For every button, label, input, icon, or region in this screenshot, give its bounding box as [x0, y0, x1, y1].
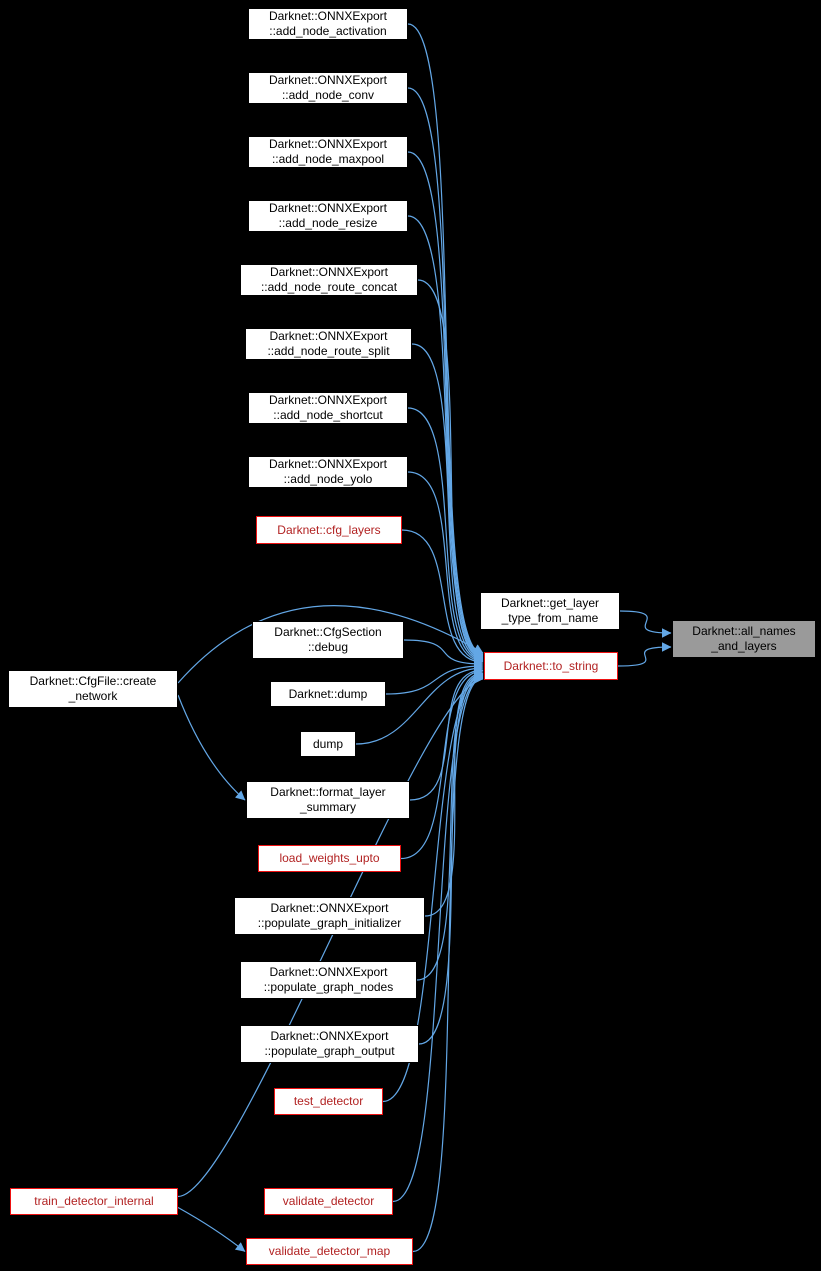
node-label: Darknet::get_layer _type_from_name [500, 596, 600, 625]
edge-validate_detector_map-to-to_string [412, 673, 484, 1253]
node-cfgsection_debug[interactable]: Darknet::CfgSection ::debug [252, 621, 404, 659]
node-format_layer_summary[interactable]: Darknet::format_layer _summary [246, 781, 410, 819]
edge-add_node_maxpool-to-to_string [407, 151, 484, 661]
node-label: load_weights_upto [279, 851, 380, 865]
node-label: validate_detector_map [268, 1244, 391, 1258]
node-populate_graph_initializer[interactable]: Darknet::ONNXExport ::populate_graph_ini… [234, 897, 425, 935]
edge-train_detector_internal-to-to_string [177, 674, 484, 1198]
node-label: Darknet::CfgFile::create _network [29, 674, 157, 703]
node-validate_detector[interactable]: validate_detector [264, 1188, 393, 1215]
edge-create_network-to-to_string [177, 605, 484, 684]
node-label: dump [312, 736, 344, 751]
node-add_node_shortcut[interactable]: Darknet::ONNXExport ::add_node_shortcut [248, 392, 408, 424]
edge-train_detector_internal-to-validate_detector_map [177, 1206, 246, 1252]
node-label: Darknet::ONNXExport ::add_node_route_spl… [267, 329, 390, 358]
edge-cfgsection_debug-to-to_string [403, 639, 484, 669]
node-label: Darknet::format_layer _summary [270, 785, 386, 814]
node-label: Darknet::dump [288, 686, 368, 701]
node-label: Darknet::ONNXExport ::populate_graph_ini… [257, 901, 402, 930]
edge-dump-to-to_string [355, 663, 484, 745]
node-create_network[interactable]: Darknet::CfgFile::create _network [8, 670, 178, 708]
edge-test_detector-to-to_string [382, 671, 484, 1103]
edge-add_node_route_concat-to-to_string [417, 279, 484, 663]
node-darknet_dump[interactable]: Darknet::dump [270, 681, 386, 707]
node-cfg_layers[interactable]: Darknet::cfg_layers [256, 516, 402, 544]
edge-add_node_conv-to-to_string [407, 87, 484, 660]
node-add_node_resize[interactable]: Darknet::ONNXExport ::add_node_resize [248, 200, 408, 232]
node-label: Darknet::CfgSection ::debug [274, 625, 382, 654]
node-add_node_maxpool[interactable]: Darknet::ONNXExport ::add_node_maxpool [248, 136, 408, 168]
node-test_detector[interactable]: test_detector [274, 1088, 383, 1115]
node-all_names_and_layers[interactable]: Darknet::all_names _and_layers [672, 620, 816, 658]
node-label: train_detector_internal [34, 1194, 154, 1208]
node-label: Darknet::ONNXExport ::populate_graph_nod… [263, 965, 394, 994]
node-populate_graph_nodes[interactable]: Darknet::ONNXExport ::populate_graph_nod… [240, 961, 417, 999]
edge-validate_detector-to-to_string [392, 672, 484, 1203]
node-populate_graph_output[interactable]: Darknet::ONNXExport ::populate_graph_out… [240, 1025, 419, 1063]
node-label: test_detector [293, 1094, 364, 1108]
node-label: Darknet::ONNXExport ::add_node_activatio… [268, 9, 388, 38]
node-train_detector_internal[interactable]: train_detector_internal [10, 1188, 178, 1215]
node-add_node_activation[interactable]: Darknet::ONNXExport ::add_node_activatio… [248, 8, 408, 40]
node-label: Darknet::ONNXExport ::add_node_resize [268, 201, 388, 230]
edge-add_node_shortcut-to-to_string [407, 407, 484, 665]
node-label: Darknet::ONNXExport ::add_node_yolo [268, 457, 388, 486]
node-label: Darknet::ONNXExport ::populate_graph_out… [264, 1029, 395, 1058]
node-add_node_route_split[interactable]: Darknet::ONNXExport ::add_node_route_spl… [245, 328, 412, 360]
node-label: Darknet::ONNXExport ::add_node_maxpool [268, 137, 388, 166]
node-load_weights_upto[interactable]: load_weights_upto [258, 845, 401, 872]
edge-add_node_activation-to-to_string [407, 23, 484, 659]
edge-add_node_yolo-to-to_string [407, 471, 484, 666]
node-validate_detector_map[interactable]: validate_detector_map [246, 1238, 413, 1265]
node-dump[interactable]: dump [300, 731, 356, 757]
edge-to_string-to-all_names_and_layers [617, 642, 672, 667]
node-get_layer_type_from_name[interactable]: Darknet::get_layer _type_from_name [480, 592, 620, 630]
node-label: Darknet::to_string [503, 658, 599, 673]
edge-cfg_layers-to-to_string [401, 529, 484, 667]
edge-populate_graph_nodes-to-to_string [416, 669, 484, 981]
node-add_node_conv[interactable]: Darknet::ONNXExport ::add_node_conv [248, 72, 408, 104]
node-add_node_yolo[interactable]: Darknet::ONNXExport ::add_node_yolo [248, 456, 408, 488]
node-label: validate_detector [282, 1194, 375, 1208]
edge-create_network-to-format_layer_summary [177, 694, 246, 801]
edge-load_weights_upto-to-to_string [400, 666, 484, 860]
node-label: Darknet::ONNXExport ::add_node_route_con… [260, 265, 398, 294]
node-label: Darknet::cfg_layers [277, 522, 381, 537]
node-label: Darknet::ONNXExport ::add_node_shortcut [268, 393, 388, 422]
edge-get_layer_type_from_name-to-all_names_and_layers [619, 610, 672, 638]
node-add_node_route_concat[interactable]: Darknet::ONNXExport ::add_node_route_con… [240, 264, 418, 296]
node-to_string[interactable]: Darknet::to_string [484, 652, 618, 680]
node-label: Darknet::all_names _and_layers [692, 624, 796, 653]
edge-add_node_resize-to-to_string [407, 215, 484, 662]
node-label: Darknet::ONNXExport ::add_node_conv [268, 73, 388, 102]
edge-darknet_dump-to-to_string [385, 661, 484, 695]
edge-group [177, 23, 672, 1253]
